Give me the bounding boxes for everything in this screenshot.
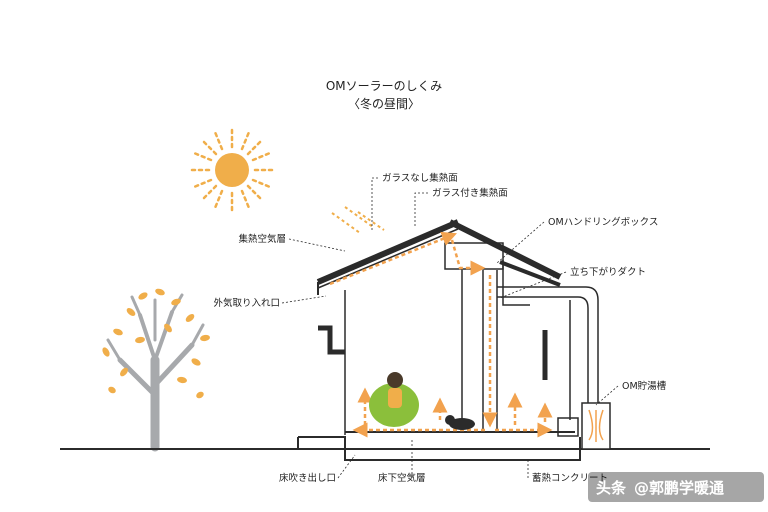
- cat-icon: [445, 415, 475, 430]
- hot-water-pipe: [497, 286, 599, 410]
- downflow-duct: [482, 270, 498, 430]
- label-downflow-duct: 立ち下がりダクト: [570, 266, 646, 278]
- label-glass-less-collector: ガラスなし集熱面: [382, 172, 458, 184]
- diagram-title: OMソーラーのしくみ: [326, 79, 442, 93]
- label-floor-outlet: 床吹き出し口: [279, 472, 336, 484]
- sunlight-rays: [331, 206, 385, 234]
- diagram-subtitle: 〈冬の昼間〉: [348, 96, 420, 111]
- watermark: 头条 @郭鹏学暖通: [588, 472, 764, 502]
- label-underfloor-air-layer: 床下空気層: [378, 472, 426, 484]
- label-om-hot-water-tank: OM貯湯槽: [622, 380, 667, 392]
- label-glass-collector: ガラス付き集熱面: [432, 187, 508, 199]
- watermark-platform: 头条: [596, 479, 627, 497]
- house-structure: [297, 219, 581, 461]
- hot-water-tank-icon: [581, 402, 611, 450]
- label-collector-air-layer: 集熱空気層: [238, 233, 286, 245]
- label-thermal-concrete: 蓄熱コンクリート: [532, 472, 608, 484]
- person-on-chair-icon: [369, 372, 419, 427]
- tree-icon: [102, 288, 210, 452]
- label-outside-air-inlet: 外気取り入れ口: [213, 297, 280, 309]
- sun-icon: [188, 126, 276, 214]
- airflow-arrows: [329, 231, 553, 438]
- label-leader-lines: [281, 177, 619, 479]
- label-om-handling-box: OMハンドリングボックス: [548, 216, 658, 228]
- watermark-account: @郭鹏学暖通: [634, 479, 724, 497]
